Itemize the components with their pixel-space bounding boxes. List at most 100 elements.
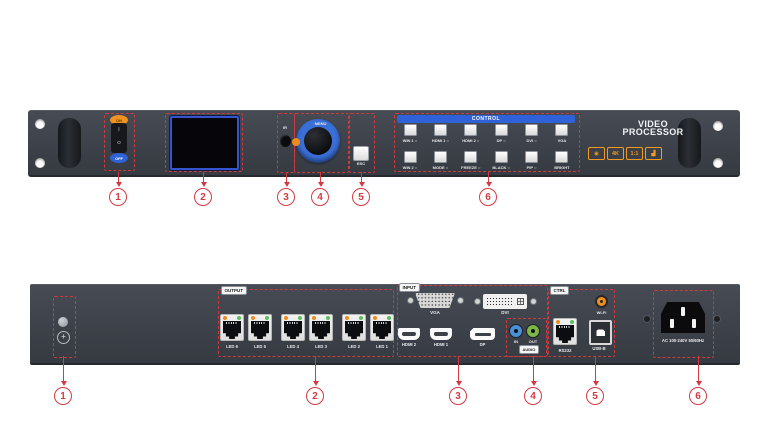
port-label: LED 3: [315, 344, 327, 349]
rs232-rj45: [553, 318, 577, 345]
rj45-port: [342, 314, 366, 341]
button-cap: [403, 124, 417, 136]
port-led-orange: [223, 316, 227, 320]
jack-hole: [514, 329, 518, 333]
port-led-orange: [284, 316, 288, 320]
usb-b-port: [589, 320, 612, 345]
ctrl-tag: CTRL: [550, 286, 569, 295]
control-button-row2-4: BLACK ○: [488, 151, 514, 170]
callout-box-screen: [165, 113, 243, 172]
rj45-port: [248, 314, 272, 341]
callout-box-power: [104, 113, 135, 171]
button-cap: [555, 124, 569, 136]
callout-box-ctrl: [548, 289, 615, 357]
front-callout-number-2: 2: [194, 188, 212, 206]
button-cap: [433, 151, 447, 163]
port-label: LED 6: [226, 344, 238, 349]
ir-label: IR: [283, 125, 287, 130]
back-callout-line-6: [698, 356, 699, 383]
button-cap: [525, 151, 539, 163]
ground-screw: [58, 317, 68, 327]
front-callout-arrow-1: [115, 182, 122, 187]
rj45-plug: [556, 325, 574, 343]
front-callout-line-2: [203, 172, 204, 184]
ac-inlet: [661, 302, 705, 333]
back-callout-number-4: 4: [524, 387, 542, 405]
front-callout-number-4: 4: [311, 188, 329, 206]
ac-rating-label: AC 100-240V 50/60Hz: [661, 338, 705, 343]
port-led-green: [326, 316, 330, 320]
rj45-port: [309, 314, 333, 341]
button-cap: [403, 151, 417, 163]
button-label: PIP ○: [526, 165, 537, 170]
dvi-label: DVI: [501, 310, 509, 315]
led-port-led-1: LED 1: [370, 314, 394, 349]
rj45-plug: [373, 321, 391, 339]
wifi-label: Wi-Fi: [596, 310, 607, 315]
callout-box-input: [397, 285, 548, 357]
control-button-row1-5: DVI ○: [519, 124, 545, 143]
vga-screw: [457, 297, 464, 304]
button-cap: [555, 151, 569, 163]
product-title: VIDEO PROCESSOR: [593, 120, 713, 137]
callout-box-ground: [53, 296, 76, 358]
button-label: VGA: [557, 138, 567, 143]
rj45-pins: [315, 322, 327, 324]
led-port-led-4: LED 4: [281, 314, 305, 349]
callout-box-audio: [506, 318, 547, 357]
ac-pin: [681, 307, 685, 316]
mount-hole: [713, 121, 723, 131]
front-callout-line-4: [320, 172, 321, 184]
dvi-pin-grid: [486, 297, 513, 306]
port-led-orange: [251, 316, 255, 320]
control-button-row2-1: WIN 2 ○: [397, 151, 423, 170]
badge-4k: 4K: [607, 147, 624, 160]
hdmi1-slot: [433, 332, 449, 336]
port-led-green: [359, 316, 363, 320]
port-label: LED 5: [254, 344, 266, 349]
rs232-port: RS232: [553, 318, 577, 353]
vga-label: VGA: [430, 310, 440, 315]
mount-hole: [713, 158, 723, 168]
button-label: WIN 1 ○: [402, 138, 418, 143]
mount-hole: [35, 119, 45, 129]
front-callout-number-6: 6: [479, 188, 497, 206]
button-cap: [433, 124, 447, 136]
control-button-row2-6: BRIGHT: [549, 151, 575, 170]
rocker-i-mark: I: [118, 127, 120, 133]
back-callout-arrow-1: [60, 381, 67, 386]
back-callout-arrow-3: [455, 381, 462, 386]
control-button-row1-4: DP ○: [488, 124, 514, 143]
power-off-label: OFF: [110, 153, 128, 163]
esc-label: ESC: [356, 161, 366, 166]
rj45-plug: [251, 321, 269, 339]
rj45-pins: [287, 322, 299, 324]
port-led-green: [387, 316, 391, 320]
menu-knob-center: [304, 127, 332, 155]
port-led-orange: [345, 316, 349, 320]
hdmi1-port: [430, 328, 452, 340]
rj45-pins: [376, 322, 388, 324]
button-label: DP ○: [496, 138, 506, 143]
control-row-1: WIN 1 ○HDMI 1 ○HDMI 2 ○DP ○DVI ○VGA: [397, 124, 575, 143]
front-callout-line-3: [286, 172, 287, 184]
audio-out-jack: [526, 324, 540, 338]
port-led-green: [298, 316, 302, 320]
port-led-green: [265, 316, 269, 320]
led-port-led-6: LED 6: [220, 314, 244, 349]
hdmi1-label: HDMI 1: [433, 342, 449, 347]
rj45-port: [370, 314, 394, 341]
button-label: WIN 2 ○: [402, 165, 418, 170]
back-callout-number-5: 5: [586, 387, 604, 405]
control-button-row1-3: HDMI 2 ○: [458, 124, 484, 143]
ac-pin: [692, 319, 696, 328]
rj45-pins: [559, 326, 571, 328]
button-cap: [525, 124, 539, 136]
vga-screw: [407, 297, 414, 304]
rj45-plug: [345, 321, 363, 339]
rack-handle-right: [678, 118, 701, 168]
button-label: MODE ○: [432, 165, 449, 170]
dp-port: [470, 328, 495, 340]
mount-hole: [35, 158, 45, 168]
